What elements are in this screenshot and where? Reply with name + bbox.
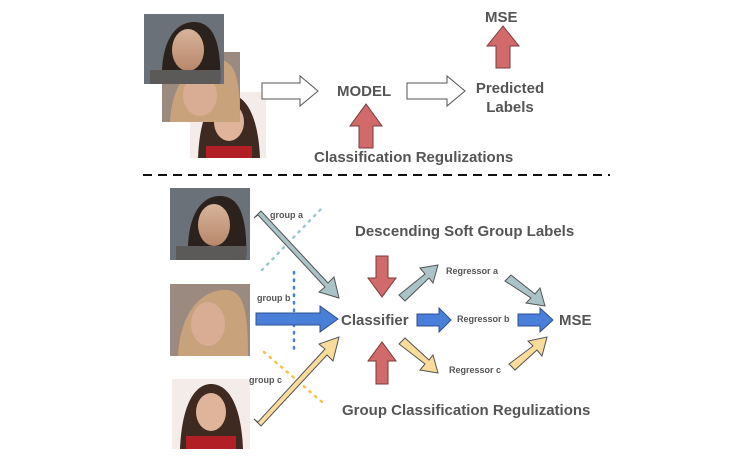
group-a-label: group a: [270, 210, 303, 220]
arrow-group-b: [255, 305, 339, 333]
dotted-boundary-ab: [260, 206, 324, 272]
regressor-c-label: Regressor c: [449, 365, 502, 375]
arrow-classifier-to-regressor-a: [398, 264, 439, 302]
dotted-boundary-bc: [262, 350, 324, 404]
face-photo-man-smiling: [144, 14, 224, 84]
top-arrow-model-to-predicted: [406, 74, 466, 108]
top-arrow-faces-to-model: [261, 74, 319, 108]
top-arrow-regularization-up: [349, 103, 383, 149]
soft-labels-label: Descending Soft Group Labels: [355, 223, 575, 240]
bottom-face-blonde-woman: [170, 284, 250, 356]
arrow-group-regularization-up: [367, 341, 397, 385]
group-regularization-label: Group Classification Regulizations: [342, 402, 591, 419]
group-c-label: group c: [249, 375, 282, 385]
regressor-a-label: Regressor a: [446, 266, 499, 276]
model-label: MODEL: [337, 83, 392, 100]
arrow-group-a: [253, 210, 340, 299]
bottom-mse-label: MSE: [559, 312, 592, 329]
predicted-labels-line1: Predicted: [475, 80, 545, 97]
top-regularization-label: Classification Regulizations: [314, 149, 514, 166]
arrow-group-c: [253, 336, 340, 427]
regressor-b-label: Regressor b: [457, 314, 510, 324]
predicted-labels-line2: Labels: [486, 99, 534, 116]
bottom-face-woman-dark-hair: [172, 379, 250, 449]
arrow-regressor-c-to-mse: [508, 336, 548, 371]
arrow-classifier-to-regressor-b: [416, 306, 452, 334]
classifier-label: Classifier: [341, 312, 409, 329]
top-arrow-predicted-to-mse: [485, 25, 521, 69]
arrow-regressor-b-to-mse: [517, 306, 554, 334]
group-b-label: group b: [257, 293, 291, 303]
arrow-classifier-to-regressor-c: [398, 337, 439, 374]
top-mse-label: MSE: [485, 9, 518, 26]
arrow-regressor-a-to-mse: [504, 274, 546, 307]
bottom-face-man: [170, 188, 250, 260]
arrow-soft-labels-down: [367, 255, 397, 298]
top-face-stack: [144, 14, 266, 158]
